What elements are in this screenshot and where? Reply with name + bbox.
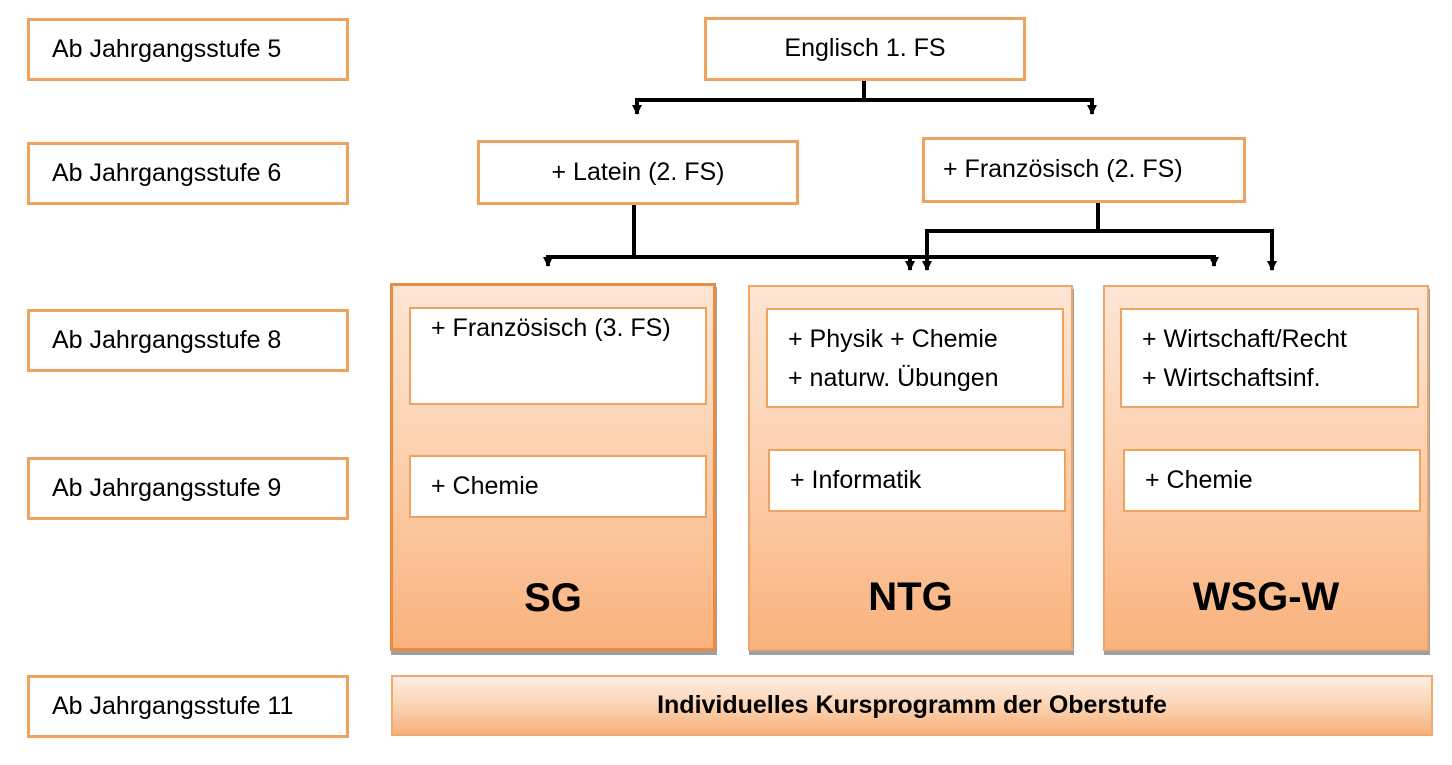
- branch-title-ntg: NTG: [868, 575, 953, 619]
- wsg-year8-line: + Wirtschaft/Recht: [1142, 325, 1347, 353]
- sg-year9-line: + Chemie: [431, 472, 539, 500]
- branch-column-ntg: + Physik + Chemie + naturw. Übungen + In…: [748, 285, 1073, 651]
- arrow-french-ntg: [922, 203, 1100, 271]
- arrow-latin-wsg: [910, 255, 1219, 267]
- first-language-text: Englisch 1. FS: [784, 34, 946, 63]
- arrow-french-wsg: [1098, 229, 1277, 271]
- level-label-text: Ab Jahrgangsstufe 5: [52, 34, 282, 63]
- french-box: + Französisch (2. FS): [922, 137, 1246, 203]
- latin-box: + Latein (2. FS): [477, 140, 799, 205]
- ntg-year9-line: + Informatik: [790, 466, 922, 494]
- level-label-text: Ab Jahrgangsstufe 11: [52, 691, 294, 720]
- wsg-year8-box: + Wirtschaft/Recht + Wirtschaftsinf.: [1120, 308, 1419, 408]
- sg-year8-box: + Französisch (3. FS): [409, 307, 707, 405]
- branch-column-wsg: + Wirtschaft/Recht + Wirtschaftsinf. + C…: [1103, 285, 1429, 651]
- level-label-text: Ab Jahrgangsstufe 9: [52, 473, 282, 502]
- level-label-11: Ab Jahrgangsstufe 11: [27, 675, 349, 738]
- ntg-year8-line: + Physik + Chemie: [788, 325, 998, 353]
- wsg-year9-box: + Chemie: [1123, 449, 1421, 512]
- arrow-latin-sg: [543, 205, 636, 267]
- ntg-year8-box: + Physik + Chemie + naturw. Übungen: [766, 308, 1064, 408]
- arrow-latin-ntg: [634, 255, 915, 271]
- level-label-text: Ab Jahrgangsstufe 8: [52, 325, 282, 354]
- first-language-box: Englisch 1. FS: [704, 17, 1026, 81]
- level-label-8: Ab Jahrgangsstufe 8: [27, 309, 349, 372]
- upper-stage-text: Individuelles Kursprogramm der Oberstufe: [657, 691, 1167, 719]
- level-label-6: Ab Jahrgangsstufe 6: [27, 142, 349, 205]
- branch-title-sg: SG: [524, 576, 582, 620]
- arrow-english-split: [632, 81, 866, 115]
- branch-title-wsg: WSG-W: [1192, 575, 1340, 619]
- level-label-9: Ab Jahrgangsstufe 9: [27, 457, 349, 520]
- branch-column-sg: + Französisch (3. FS) + Chemie SG: [390, 283, 716, 651]
- arrow-english-french: [864, 98, 1097, 115]
- upper-stage-bar: Individuelles Kursprogramm der Oberstufe: [391, 675, 1433, 736]
- sg-year8-line: + Französisch (3. FS): [431, 314, 671, 342]
- level-label-5: Ab Jahrgangsstufe 5: [27, 18, 349, 81]
- french-text: + Französisch (2. FS): [943, 155, 1183, 184]
- sg-year9-box: + Chemie: [409, 455, 707, 518]
- ntg-year9-box: + Informatik: [768, 449, 1066, 512]
- wsg-year8-line: + Wirtschaftsinf.: [1142, 364, 1321, 392]
- latin-text: + Latein (2. FS): [551, 157, 725, 186]
- wsg-year9-line: + Chemie: [1145, 466, 1253, 494]
- ntg-year8-line: + naturw. Übungen: [788, 364, 999, 392]
- level-label-text: Ab Jahrgangsstufe 6: [52, 158, 282, 187]
